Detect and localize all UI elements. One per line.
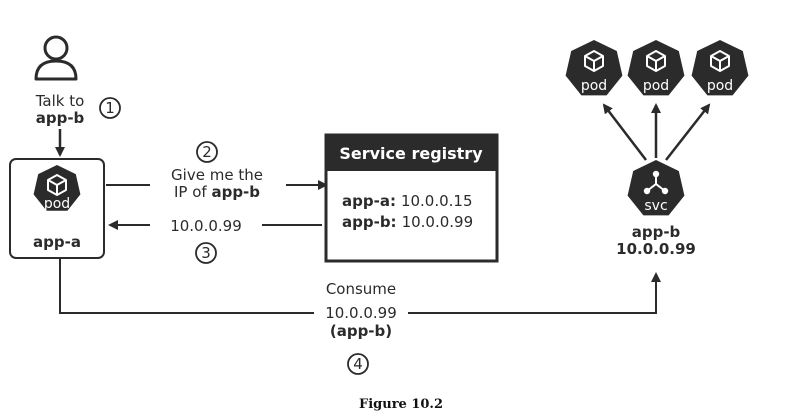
consume-line1: Consume xyxy=(326,280,396,298)
registry-entry-app-b-name: app-b: xyxy=(342,213,397,231)
app-a-pod-icon: pod xyxy=(33,165,81,212)
consume-line2: 10.0.0.99 xyxy=(325,304,397,322)
user-request-line1: Talk to xyxy=(35,92,85,110)
service-registry-header xyxy=(326,135,497,171)
step-2-badge: 2 xyxy=(196,141,218,163)
service-icon: svc xyxy=(627,160,685,216)
pod-1-label: pod xyxy=(581,78,607,94)
pod-3-label: pod xyxy=(707,78,733,94)
pod-3-icon: pod xyxy=(691,40,749,96)
app-a-pod-label: pod xyxy=(44,196,70,212)
registry-entry-app-a: app-a: 10.0.0.15 xyxy=(342,192,473,210)
step-1-badge: 1 xyxy=(99,97,121,119)
request-line2-prefix: IP of xyxy=(174,183,211,201)
consume-path-left xyxy=(59,258,314,314)
step-3-number: 3 xyxy=(201,244,211,262)
pod-1-icon: pod xyxy=(565,40,623,96)
registry-entry-app-a-ip: 10.0.0.15 xyxy=(401,192,473,210)
registry-entry-app-b-ip: 10.0.0.99 xyxy=(402,213,474,231)
svc-to-pod-1-arrow xyxy=(602,103,647,161)
service-registry-title: Service registry xyxy=(339,144,483,163)
step-4-number: 4 xyxy=(353,355,363,373)
user-icon xyxy=(34,35,78,81)
step-1-number: 1 xyxy=(105,99,115,117)
user-request-line2: app-b xyxy=(36,109,85,127)
registry-entry-app-a-name: app-a: xyxy=(342,192,396,210)
response-label: 10.0.0.99 xyxy=(170,217,242,235)
app-a-name: app-a xyxy=(33,233,81,251)
app-a-box: pod app-a xyxy=(9,158,105,259)
request-line1: Give me the xyxy=(171,166,263,184)
service-registry: Service registry app-a: 10.0.0.15 app-b: 1… xyxy=(324,133,499,263)
consume-line3: (app-b) xyxy=(330,322,392,340)
step-4-badge: 4 xyxy=(347,353,369,375)
service-name: app-b xyxy=(632,223,681,241)
service-icon-label: svc xyxy=(644,198,667,214)
step-3-badge: 3 xyxy=(195,242,217,264)
registry-entry-app-b: app-b: 10.0.0.99 xyxy=(342,213,473,231)
pod-2-icon: pod xyxy=(627,40,685,96)
service-network-icon xyxy=(643,170,669,195)
service-ip: 10.0.0.99 xyxy=(616,240,696,258)
step-2-number: 2 xyxy=(202,143,212,161)
consume-path-right xyxy=(408,272,661,314)
svc-to-pod-3-arrow xyxy=(665,103,711,161)
request-line2-bold: app-b xyxy=(211,183,260,201)
request-line2: IP of app-b xyxy=(174,183,260,201)
figure-caption: Figure 10.2 xyxy=(359,397,443,412)
pod-2-label: pod xyxy=(643,78,669,94)
